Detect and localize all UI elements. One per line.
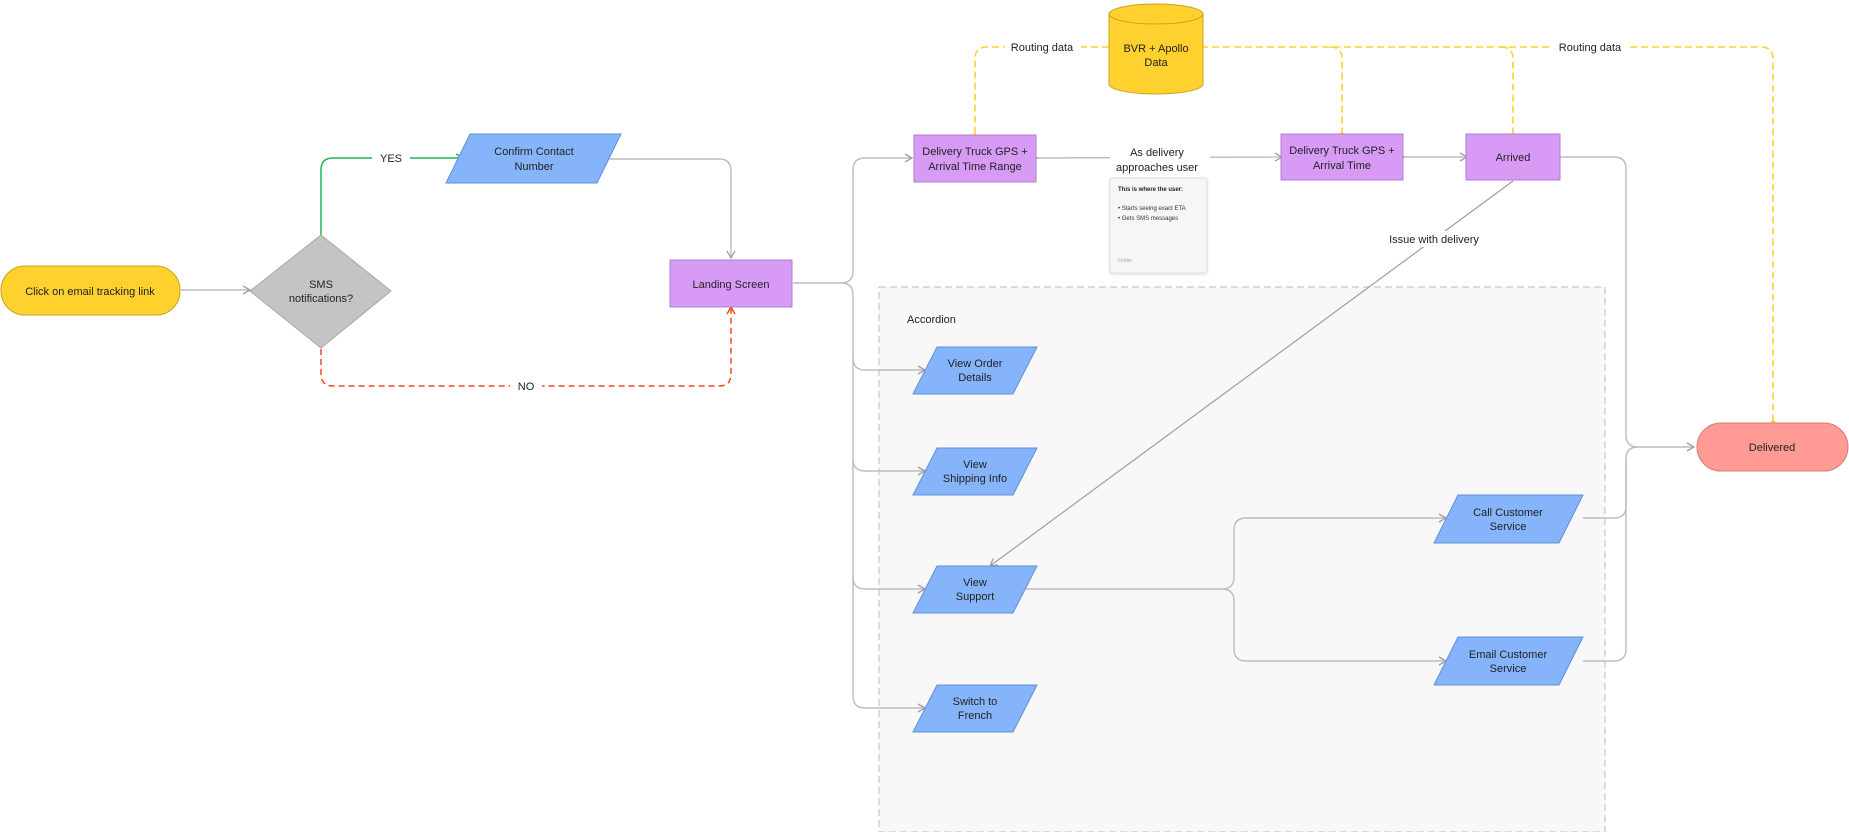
- email-customer-service-label-line2: Service: [1490, 663, 1527, 675]
- landing-screen-label: Landing Screen: [692, 279, 769, 291]
- gps-arrival-time-label-line2: Arrival Time: [1313, 160, 1371, 172]
- call-customer-service-node[interactable]: [1433, 494, 1584, 544]
- routing-label-left: Routing data: [1011, 42, 1074, 54]
- switch-to-french-label-line2: French: [958, 710, 992, 722]
- routing-line-gps-time: [1329, 46, 1343, 134]
- connector-support-to-email: [1221, 588, 1448, 666]
- database-label-line2: Data: [1144, 57, 1168, 69]
- note-item-2: • Gets SMS messages: [1118, 216, 1178, 222]
- no-label: NO: [518, 381, 535, 393]
- issue-label: Issue with delivery: [1389, 234, 1479, 246]
- view-order-details-node[interactable]: [912, 346, 1038, 395]
- connector-email-to-delivered: [1583, 459, 1627, 662]
- yes-label-bg: [372, 150, 410, 166]
- approach-label-bg: [1110, 142, 1210, 176]
- connector-confirm-to-landing: [609, 158, 736, 260]
- routing-line-arrived: [1500, 46, 1514, 134]
- call-customer-service-label-line1: Call Customer: [1473, 507, 1543, 519]
- confirm-contact-label-line1: Confirm Contact: [494, 146, 573, 158]
- database-label-line1: BVR + Apollo: [1123, 43, 1188, 55]
- delivered-node[interactable]: [1696, 422, 1849, 472]
- view-support-label-line2: Support: [956, 591, 995, 603]
- note-item-1: • Starts seeing exact ETA: [1118, 206, 1186, 212]
- note-card: [1109, 177, 1208, 274]
- connector-support-to-call: [1026, 513, 1448, 590]
- view-shipping-info-label-line2: Shipping Info: [943, 473, 1007, 485]
- approach-label-line2: approaches user: [1116, 162, 1198, 174]
- view-shipping-info-label-line1: View: [963, 459, 987, 471]
- delivered-label: Delivered: [1749, 442, 1795, 454]
- approach-label-line1: As delivery: [1130, 147, 1184, 159]
- issue-label-bg: [1382, 231, 1486, 247]
- gps-arrival-range-label-line2: Arrival Time Range: [928, 161, 1022, 173]
- database-node[interactable]: [1108, 3, 1204, 95]
- start-node[interactable]: [0, 265, 181, 316]
- view-support-label-line1: View: [963, 577, 987, 589]
- routing-label-left-bg: [1005, 39, 1081, 55]
- switch-to-french-node[interactable]: [912, 684, 1038, 733]
- arrived-label: Arrived: [1496, 152, 1531, 164]
- email-customer-service-node[interactable]: [1433, 636, 1584, 686]
- arrived-node[interactable]: [1465, 133, 1561, 181]
- gps-arrival-range-node[interactable]: [913, 134, 1037, 183]
- accordion-label: Accordion: [907, 314, 956, 326]
- gps-arrival-range-label-line1: Delivery Truck GPS +: [922, 146, 1027, 158]
- routing-label-right-bg: [1552, 39, 1628, 55]
- confirm-contact-node[interactable]: [445, 133, 622, 184]
- connector-landing-to-french: [852, 577, 927, 713]
- decision-node-label-line1: SMS: [309, 279, 333, 291]
- landing-screen-node[interactable]: [669, 259, 793, 308]
- gps-arrival-time-label-line1: Delivery Truck GPS +: [1289, 145, 1394, 157]
- connector-yes: [320, 153, 465, 236]
- view-support-node[interactable]: [912, 565, 1038, 614]
- switch-to-french-label-line1: Switch to: [953, 696, 998, 708]
- decision-node[interactable]: [249, 234, 392, 349]
- connector-arrived-to-delivered: [1560, 156, 1696, 452]
- yes-label: YES: [380, 153, 402, 165]
- routing-label-right: Routing data: [1559, 42, 1622, 54]
- view-order-details-label-line2: Details: [958, 372, 992, 384]
- connector-landing-to-gps-range: [793, 153, 914, 284]
- decision-node-label-line2: notifications?: [289, 293, 353, 305]
- call-customer-service-label-line2: Service: [1490, 521, 1527, 533]
- gps-arrival-time-node[interactable]: [1280, 133, 1404, 181]
- confirm-contact-label-line2: Number: [514, 161, 553, 173]
- view-shipping-info-node[interactable]: [912, 447, 1038, 496]
- connector-no: [320, 305, 736, 387]
- view-order-details-label-line1: View Order: [948, 358, 1003, 370]
- note-footer: Folder: [1118, 258, 1133, 264]
- start-node-label: Click on email tracking link: [25, 286, 155, 298]
- no-label-bg: [510, 378, 542, 394]
- email-customer-service-label-line1: Email Customer: [1469, 649, 1548, 661]
- note-title: This is where the user:: [1118, 187, 1183, 193]
- routing-line-left: [974, 46, 1109, 135]
